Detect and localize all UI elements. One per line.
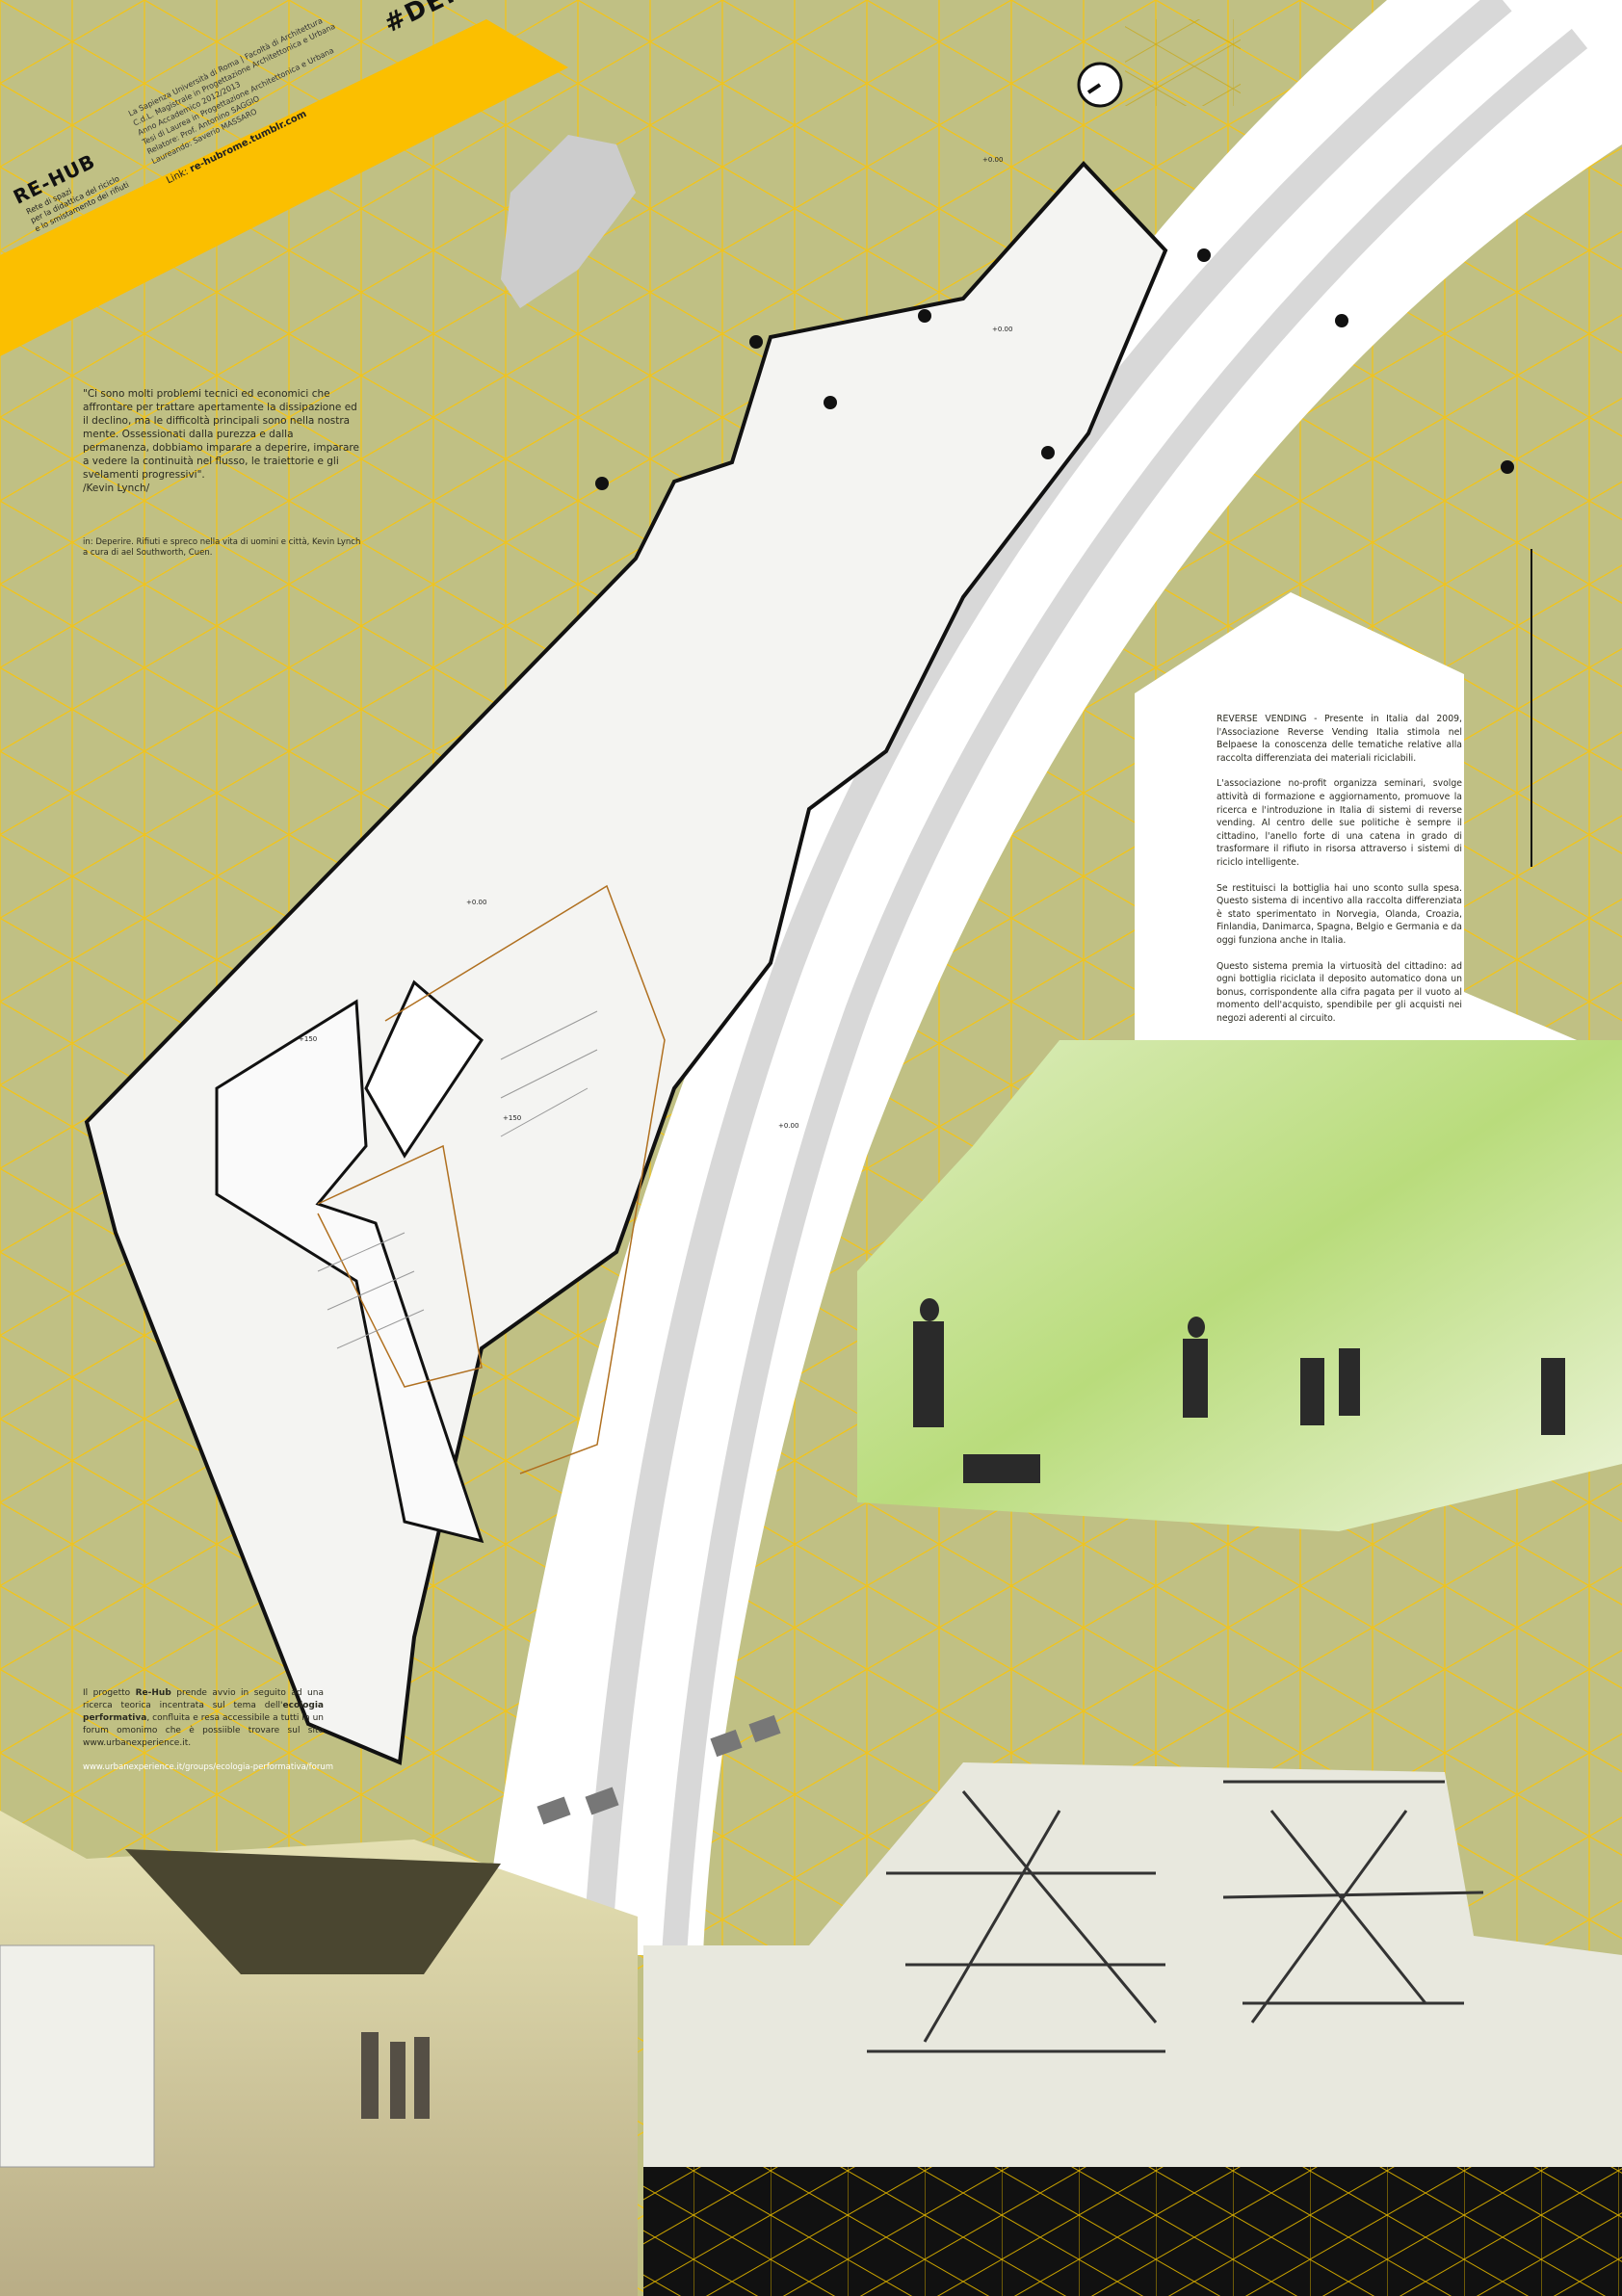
intro-text: Il progetto [83,1688,136,1698]
level-label: +0.00 [992,326,1013,333]
interior-render [857,1040,1622,1531]
paragraph: L'associazione no-profit organizza semin… [1216,778,1462,868]
project-intro: Il progetto Re-Hub prende avvio in segui… [83,1687,324,1750]
parking-stalls [317,1010,598,1349]
forum-url[interactable]: www.urbanexperience.it/groups/ecologia-p… [83,1762,333,1772]
paragraph: Se restituisci la bottiglia hai uno scon… [1216,882,1462,946]
circulation-paths [317,884,666,1474]
people-silhouettes [913,1298,1565,1483]
level-label: +0.00 [778,1122,799,1130]
quote-author: /Kevin Lynch/ [83,483,150,494]
level-label: +0.00 [466,899,487,906]
column-dots [595,248,1514,490]
location-map [501,135,636,308]
street-render [0,1811,638,2296]
kevin-lynch-quote: "Ci sono molti problemi tecnici ed econo… [83,387,362,495]
site-plan [84,161,1168,1765]
theme-name: ecologia performativa [83,1701,324,1723]
title-band [0,19,568,356]
reverse-vending-text: REVERSE VENDING - Presente in Italia dal… [1216,713,1462,1037]
paragraph: Questo sistema premia la virtuosità del … [1216,960,1462,1024]
parking-building [215,999,484,1544]
ramp-triangle [364,979,484,1159]
paragraph: REVERSE VENDING - Presente in Italia dal… [1216,714,1462,764]
railway-area [482,0,1622,1955]
intro-text: , confluita e resa accessibile a tutti i… [83,1713,324,1748]
intro-text: prende avvio in seguito ad una ricerca t… [83,1688,324,1710]
quote-citation: in: Deperire. Rifiuti e spreco nella vit… [83,537,361,558]
quote-text: "Ci sono molti problemi tecnici ed econo… [83,388,359,481]
project-name: Re-Hub [135,1688,171,1698]
text-panel [1135,592,1622,1112]
level-label: +150 [299,1035,318,1043]
level-label: +0.00 [982,156,1004,164]
level-label: +150 [503,1114,522,1122]
track-1 [583,0,1512,1956]
track-2 [662,28,1588,1956]
